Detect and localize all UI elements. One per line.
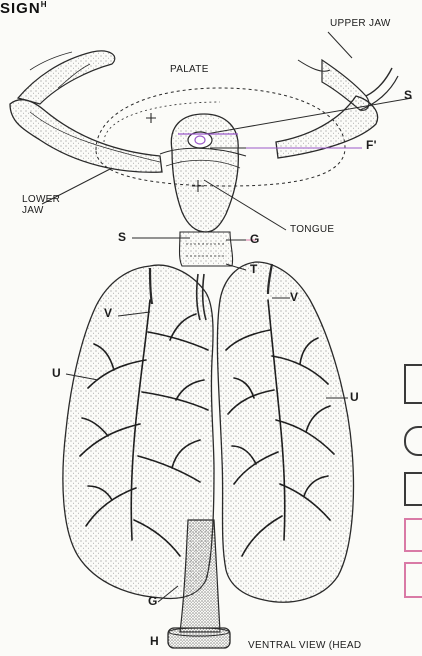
- lower-jaw-right: [276, 96, 378, 158]
- caption: VENTRAL VIEW (HEAD: [248, 640, 361, 651]
- edge-box-2: [404, 472, 422, 506]
- label-u-right: U: [350, 392, 359, 403]
- hyoid-body: [171, 114, 238, 232]
- label-h: H: [150, 636, 159, 647]
- label-t: T: [250, 264, 258, 275]
- label-tongue: TONGUE: [290, 224, 334, 235]
- edge-box-4: [404, 562, 422, 598]
- label-s-top: S: [404, 90, 412, 101]
- label-f-prime: F': [366, 140, 377, 151]
- stomach-cut: [168, 628, 230, 648]
- label-lower-jaw: LOWER JAW: [22, 194, 82, 216]
- right-lung: [217, 262, 353, 602]
- lower-jaw-left: [10, 100, 162, 173]
- upper-jaw-leader: [328, 32, 352, 58]
- label-upper-jaw: UPPER JAW: [330, 18, 391, 29]
- edge-box-3: [404, 518, 422, 552]
- label-g-mid: G: [250, 234, 260, 245]
- label-u-left: U: [52, 368, 61, 379]
- label-palate: PALATE: [170, 64, 209, 75]
- label-v-left: V: [104, 308, 112, 319]
- label-s-mid: S: [118, 232, 126, 243]
- label-g-bottom: G: [148, 596, 158, 607]
- trachea: [180, 232, 233, 266]
- edge-box-1: [404, 364, 422, 404]
- label-v-right: V: [290, 292, 298, 303]
